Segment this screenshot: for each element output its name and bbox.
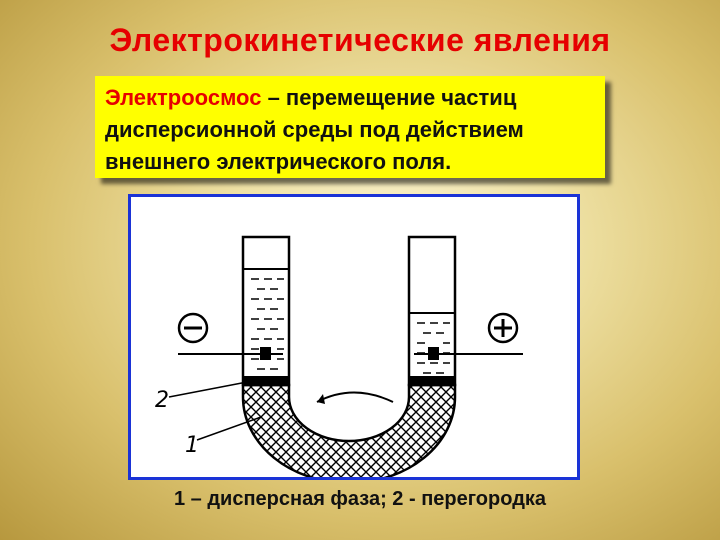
slide-title: Электрокинетические явления (109, 22, 611, 58)
right-liquid (417, 322, 450, 374)
definition-term: Электроосмос (105, 85, 262, 110)
label-1: 1 (185, 433, 199, 458)
label-2-leader (168, 381, 248, 398)
right-electrode (428, 347, 439, 360)
label-2: 2 (155, 388, 169, 413)
left-liquid (251, 278, 284, 370)
positive-electrode-icon (487, 312, 519, 344)
definition-text-1: – перемещение частиц (261, 85, 517, 110)
right-partition (409, 376, 455, 385)
left-partition (243, 376, 289, 385)
right-tube (407, 235, 457, 387)
negative-electrode-icon (177, 312, 209, 344)
left-tube (241, 235, 291, 387)
definition-line-2: дисперсионной среды под действием (105, 117, 524, 142)
label-1-leader (196, 416, 262, 441)
definition-line-1: Электроосмос – перемещение частиц (105, 82, 595, 114)
definition-box: Электроосмос – перемещение частиц диспер… (95, 76, 605, 178)
definition-line-3: внешнего электрического поля. (105, 149, 452, 174)
flow-arrow-icon (316, 391, 394, 404)
dispersed-phase (241, 383, 457, 485)
left-electrode (260, 347, 271, 360)
electroosmosis-diagram: 2 1 (128, 194, 580, 485)
u-tube-illustration: 2 1 (155, 235, 523, 485)
figure-caption: 1 – дисперсная фаза; 2 - перегородка (173, 488, 547, 510)
